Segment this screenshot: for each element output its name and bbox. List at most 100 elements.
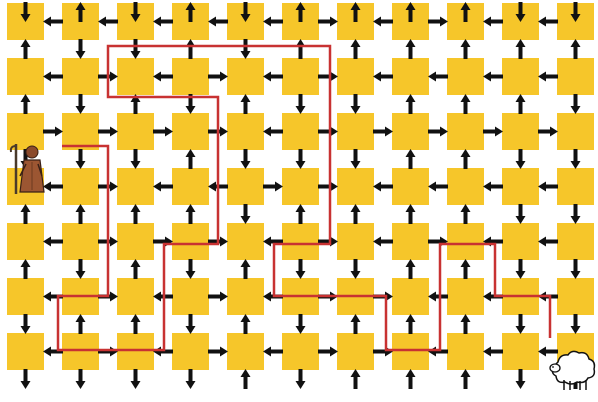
maze-tile[interactable] [282, 278, 319, 315]
maze-tile[interactable] [337, 168, 374, 205]
maze-tile[interactable] [502, 333, 539, 370]
maze-tile[interactable] [7, 278, 44, 315]
up-arrow-icon [296, 204, 306, 224]
maze-tile[interactable] [117, 58, 154, 95]
right-arrow-icon [98, 347, 118, 357]
left-arrow-icon [483, 292, 503, 302]
down-arrow-icon [131, 369, 141, 389]
maze-tile[interactable] [7, 58, 44, 95]
maze-tile[interactable] [62, 113, 99, 150]
maze-tile[interactable] [282, 58, 319, 95]
up-arrow-icon [516, 39, 526, 59]
maze-tile[interactable] [337, 113, 374, 150]
maze-tile[interactable] [502, 168, 539, 205]
right-arrow-icon [318, 182, 338, 192]
maze-tile[interactable] [392, 223, 429, 260]
maze-tile[interactable] [7, 333, 44, 370]
maze-tile[interactable] [337, 278, 374, 315]
maze-tile[interactable] [62, 333, 99, 370]
sheep-icon[interactable] [548, 348, 598, 392]
maze-tile[interactable] [117, 168, 154, 205]
maze-tile[interactable] [392, 333, 429, 370]
up-arrow-icon [76, 314, 86, 334]
maze-tile[interactable] [557, 168, 594, 205]
down-arrow-icon [131, 149, 141, 169]
maze-tile[interactable] [282, 333, 319, 370]
maze-tile[interactable] [337, 223, 374, 260]
maze-tile[interactable] [227, 333, 264, 370]
maze-tile[interactable] [172, 333, 209, 370]
maze-tile[interactable] [502, 278, 539, 315]
maze-tile[interactable] [62, 223, 99, 260]
maze-tile[interactable] [227, 278, 264, 315]
down-arrow-icon [516, 149, 526, 169]
up-arrow-icon [241, 259, 251, 279]
maze-tile[interactable] [62, 168, 99, 205]
up-arrow-icon [186, 149, 196, 169]
maze-tile[interactable] [392, 113, 429, 150]
maze-tile[interactable] [282, 113, 319, 150]
maze-tile[interactable] [392, 58, 429, 95]
maze-tile[interactable] [502, 58, 539, 95]
maze-tile[interactable] [337, 58, 374, 95]
down-arrow-icon [296, 94, 306, 114]
right-arrow-icon [318, 127, 338, 137]
shepherd-icon[interactable] [8, 142, 50, 196]
maze-tile[interactable] [392, 278, 429, 315]
maze-tile[interactable] [557, 113, 594, 150]
maze-tile[interactable] [282, 223, 319, 260]
down-arrow-icon [186, 94, 196, 114]
maze-tile[interactable] [557, 58, 594, 95]
left-arrow-icon [43, 72, 63, 82]
maze-tile[interactable] [227, 58, 264, 95]
down-arrow-icon [516, 204, 526, 224]
maze-tile[interactable] [227, 223, 264, 260]
down-arrow-icon [241, 149, 251, 169]
maze-tile[interactable] [447, 223, 484, 260]
maze-tile[interactable] [117, 223, 154, 260]
maze-tile[interactable] [337, 333, 374, 370]
maze-tile[interactable] [447, 333, 484, 370]
down-arrow-icon [186, 369, 196, 389]
maze-tile[interactable] [447, 58, 484, 95]
maze-tile[interactable] [282, 168, 319, 205]
right-arrow-icon [373, 127, 393, 137]
up-arrow-icon [571, 39, 581, 59]
maze-tile[interactable] [502, 223, 539, 260]
maze-tile[interactable] [502, 113, 539, 150]
maze-tile[interactable] [447, 278, 484, 315]
maze-tile[interactable] [172, 278, 209, 315]
maze-tile[interactable] [172, 113, 209, 150]
right-arrow-icon [428, 127, 448, 137]
maze-tile[interactable] [7, 223, 44, 260]
right-arrow-icon [318, 237, 338, 247]
maze-tile[interactable] [62, 278, 99, 315]
maze-tile[interactable] [557, 223, 594, 260]
right-arrow-icon [318, 347, 338, 357]
right-arrow-icon [318, 292, 338, 302]
maze-tile[interactable] [557, 278, 594, 315]
maze-tile[interactable] [62, 58, 99, 95]
maze-tile[interactable] [117, 333, 154, 370]
maze-tile[interactable] [447, 113, 484, 150]
maze-tile[interactable] [227, 168, 264, 205]
maze-tile[interactable] [447, 168, 484, 205]
maze-tile[interactable] [117, 113, 154, 150]
maze-tile[interactable] [172, 168, 209, 205]
left-arrow-icon [263, 347, 283, 357]
maze-tile[interactable] [392, 168, 429, 205]
down-arrow-icon [241, 204, 251, 224]
maze-tile[interactable] [117, 278, 154, 315]
left-arrow-icon [43, 237, 63, 247]
maze-tile[interactable] [172, 58, 209, 95]
right-arrow-icon [153, 237, 173, 247]
maze-tile[interactable] [172, 223, 209, 260]
maze-tile[interactable] [227, 113, 264, 150]
left-arrow-icon [538, 72, 558, 82]
left-arrow-icon [153, 72, 173, 82]
left-arrow-icon [428, 72, 448, 82]
down-arrow-icon [76, 39, 86, 59]
down-arrow-icon [186, 314, 196, 334]
down-arrow-icon [76, 259, 86, 279]
